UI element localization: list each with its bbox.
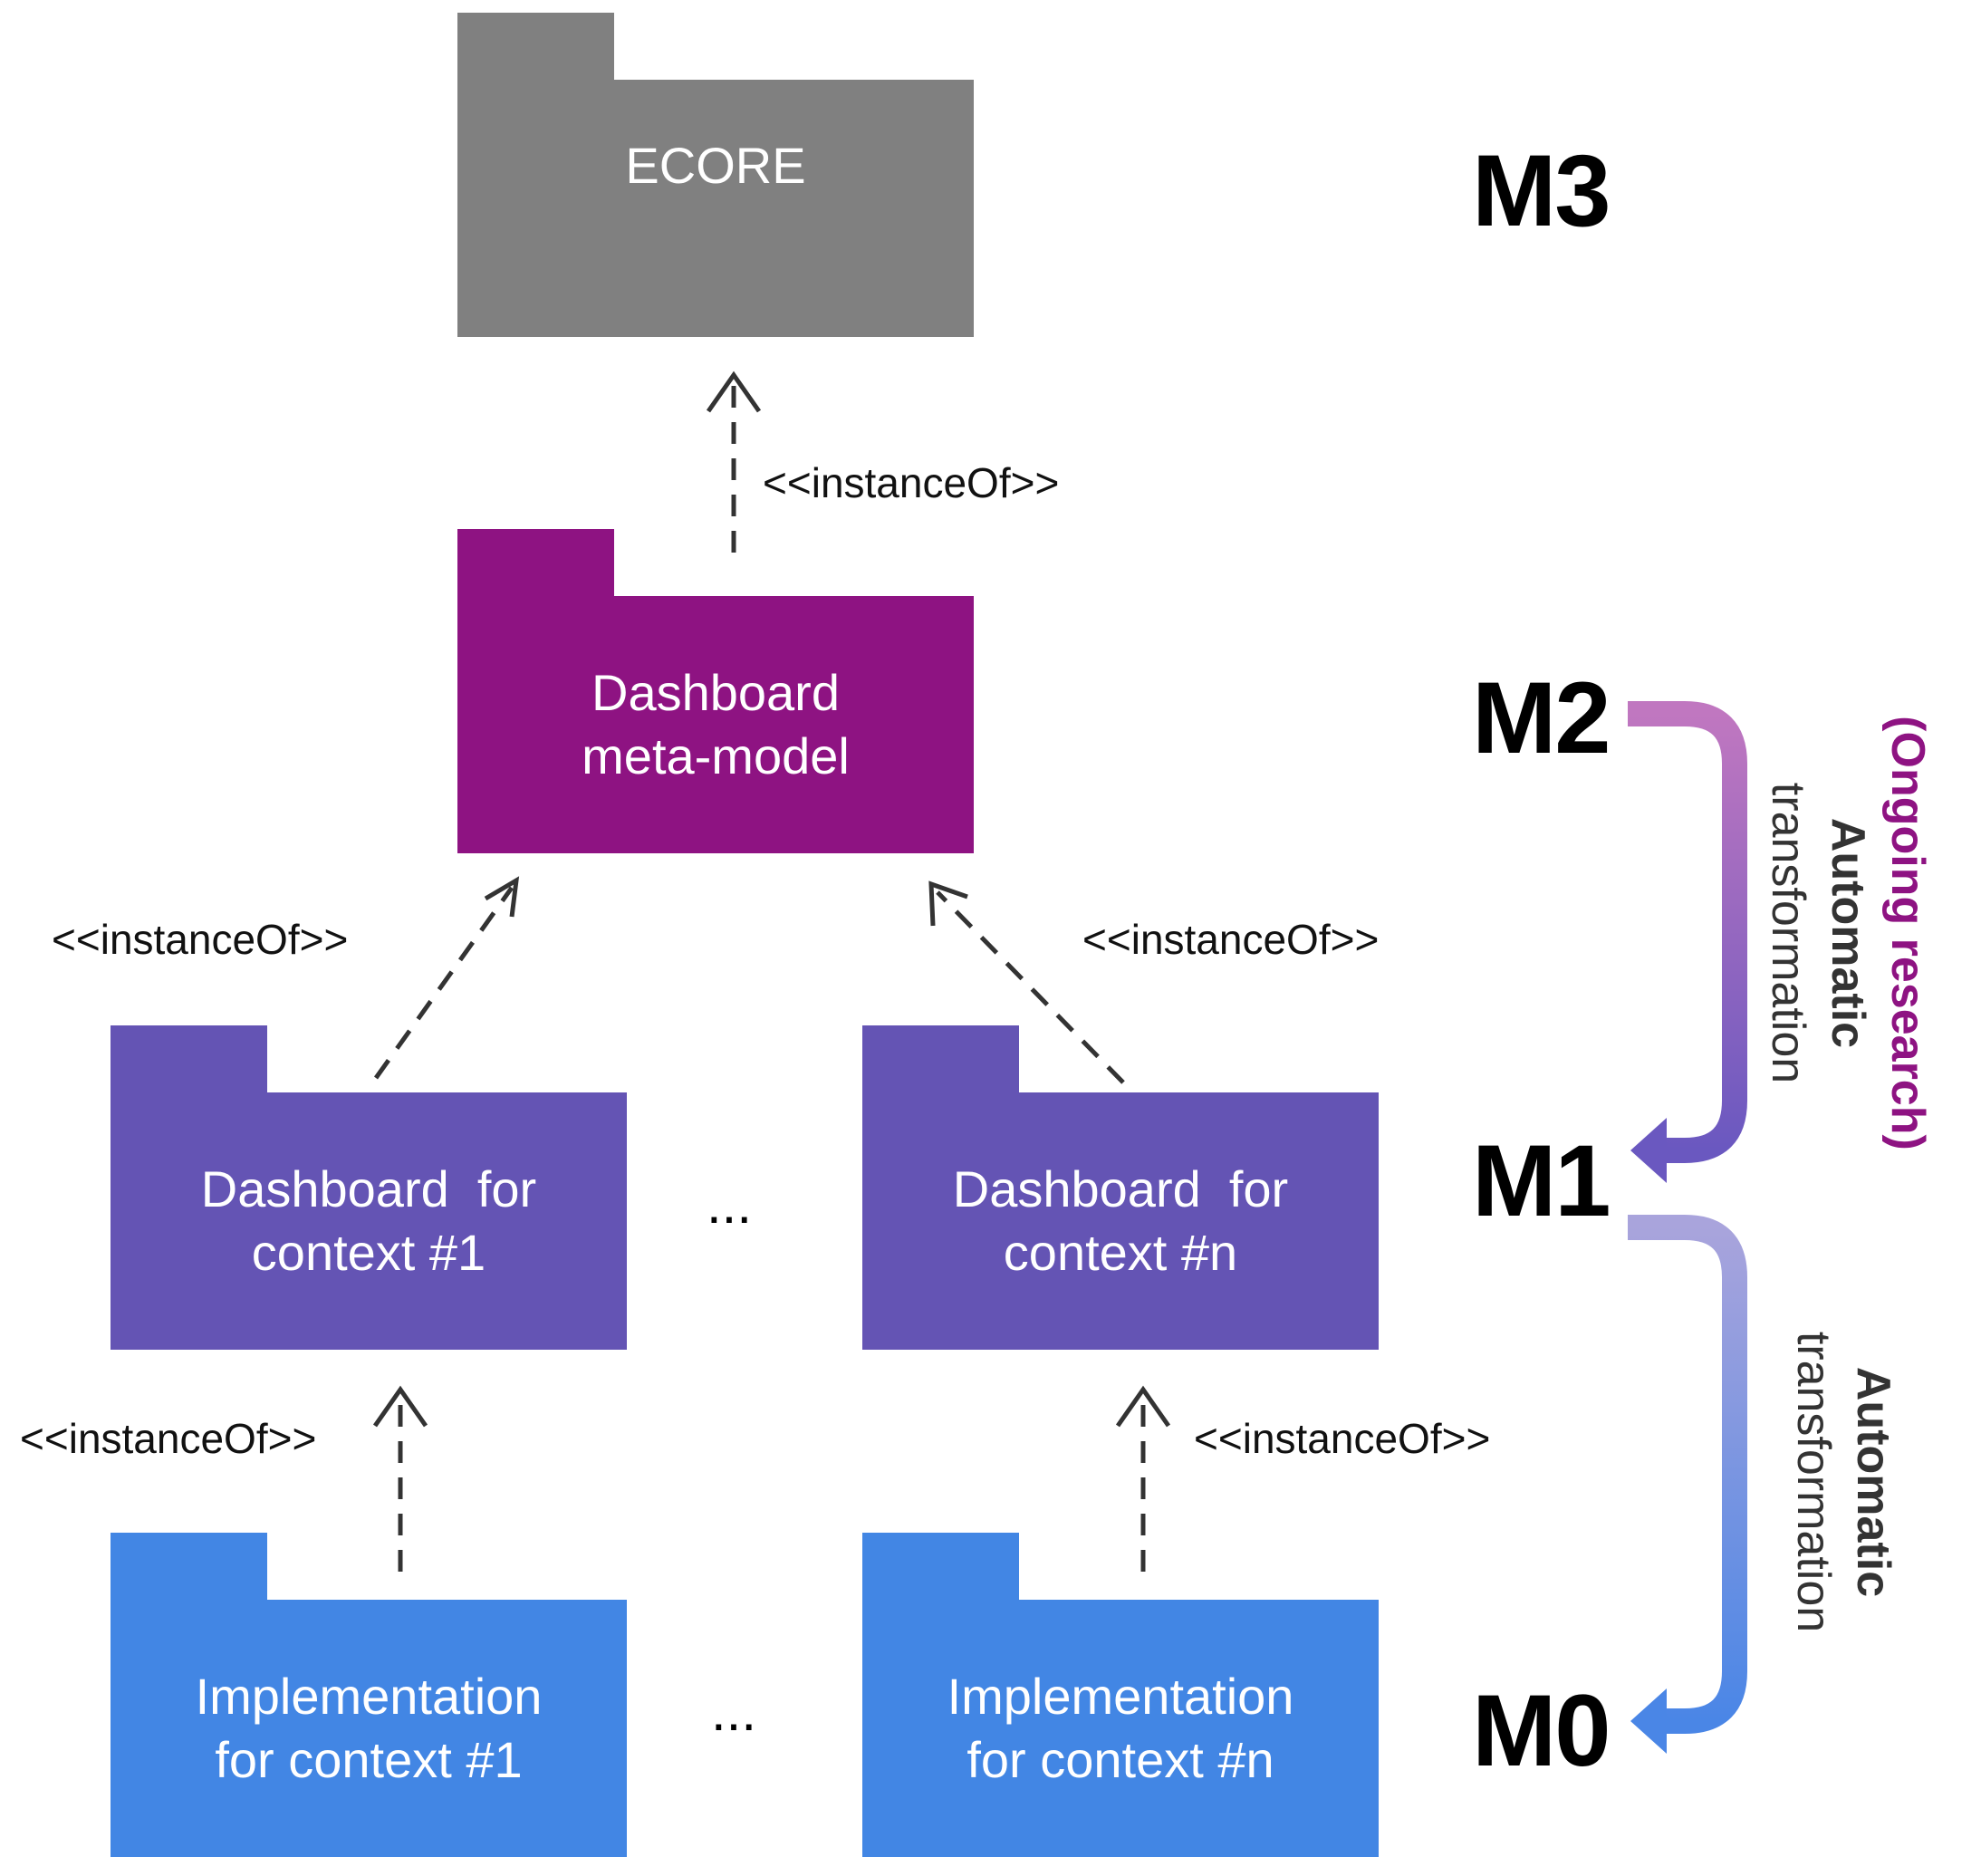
level-m2: M2 — [1472, 661, 1611, 774]
arrow-ctxn-to-meta — [928, 880, 1125, 1084]
package-tab — [457, 529, 614, 601]
implementation-context-1-line1: Implementation — [195, 1668, 543, 1725]
ellipsis-m1-row: ... — [707, 1174, 753, 1235]
transformation-label-m1-m0: Automatic transformation — [1784, 1332, 1903, 1632]
dashboard-context-1-package: Dashboard for context #1 — [111, 1025, 627, 1350]
instanceof-label-meta-ecore: <<instanceOf>> — [763, 459, 1060, 506]
arrow-meta-to-ecore — [706, 370, 762, 553]
transformation-label: transformation — [1762, 782, 1814, 1084]
ongoing-research-label: (Ongoing research) — [1881, 716, 1934, 1150]
package-tab — [111, 1025, 267, 1098]
arrow-ctx1-to-meta — [373, 876, 520, 1080]
package-body: ECORE — [457, 80, 974, 337]
instanceof-label-ctx1-meta: <<instanceOf>> — [52, 916, 349, 963]
implementation-context-n-line1: Implementation — [947, 1668, 1294, 1725]
arrow-impln-to-ctxn — [1115, 1385, 1171, 1572]
package-body: Dashboard for context #n — [862, 1092, 1379, 1350]
package-body: Dashboard for context #1 — [111, 1092, 627, 1350]
meta-model-line2: meta-model — [582, 727, 850, 784]
transformation-arrow-m1-m0 — [1628, 1215, 1747, 1754]
dashboard-context-n-line1: Dashboard for — [952, 1160, 1289, 1217]
transformation-label-m2-m1: (Ongoing research) Automatic transformat… — [1758, 716, 1938, 1150]
package-tab — [457, 13, 614, 85]
arrow-impl1-to-ctx1 — [372, 1385, 428, 1572]
instanceof-label-impl1-ctx1: <<instanceOf>> — [20, 1415, 317, 1462]
meta-model-package: Dashboard meta-model — [457, 529, 974, 853]
implementation-context-1-line2: for context #1 — [215, 1731, 523, 1788]
ecore-label: ECORE — [625, 137, 806, 194]
transformation-label: transformation — [1787, 1331, 1840, 1633]
package-body: Implementation for context #n — [862, 1600, 1379, 1857]
instanceof-label-impln-ctxn: <<instanceOf>> — [1194, 1415, 1491, 1462]
implementation-context-n-package: Implementation for context #n — [862, 1533, 1379, 1857]
level-m3: M3 — [1472, 134, 1611, 247]
package-tab — [862, 1533, 1019, 1605]
dashboard-context-1-line1: Dashboard for — [200, 1160, 537, 1217]
package-body: Dashboard meta-model — [457, 596, 974, 853]
ellipsis-m0-row: ... — [711, 1681, 757, 1742]
automatic-label: Automatic — [1822, 817, 1874, 1049]
package-body: Implementation for context #1 — [111, 1600, 627, 1857]
package-tab — [111, 1533, 267, 1605]
automatic-label: Automatic — [1847, 1366, 1899, 1598]
ecore-package: ECORE — [457, 13, 974, 337]
implementation-context-n-line2: for context #n — [966, 1731, 1274, 1788]
dashboard-context-1-line2: context #1 — [251, 1224, 486, 1281]
package-tab — [862, 1025, 1019, 1098]
level-m0: M0 — [1472, 1674, 1611, 1787]
level-m1: M1 — [1472, 1124, 1611, 1237]
meta-model-line1: Dashboard — [591, 664, 840, 721]
transformation-arrow-m2-m1 — [1628, 701, 1747, 1183]
implementation-context-1-package: Implementation for context #1 — [111, 1533, 627, 1857]
instanceof-label-ctxn-meta: <<instanceOf>> — [1082, 916, 1380, 963]
dashboard-context-n-package: Dashboard for context #n — [862, 1025, 1379, 1350]
dashboard-context-n-line2: context #n — [1003, 1224, 1238, 1281]
